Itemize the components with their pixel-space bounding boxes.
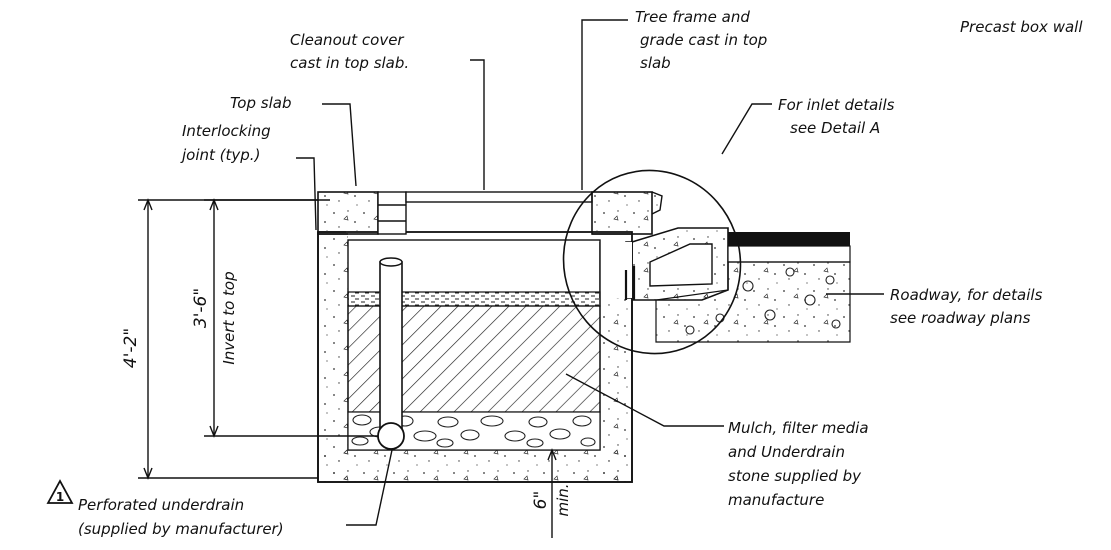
label-inlet-2: see Detail A: [790, 119, 880, 137]
revision-triangle-icon: 1: [46, 479, 74, 504]
label-roadway-2: see roadway plans: [890, 309, 1031, 327]
roadway-inlet: [624, 227, 851, 343]
label-interlocking-1: Interlocking: [182, 122, 271, 140]
dim-min-label: min.: [554, 483, 572, 516]
dim-invert-height: 3'-6": [191, 288, 211, 328]
label-tree-frame-3: slab: [640, 54, 671, 72]
label-tree-frame-2: grade cast in top: [640, 31, 767, 49]
cleanout-pipe: [377, 257, 405, 450]
top-slab: [317, 191, 663, 235]
label-interlocking-2: joint (typ.): [180, 146, 260, 164]
dimension-lines: [138, 198, 557, 538]
asphalt-pavement: [728, 232, 850, 246]
dim-invert-label: Invert to top: [220, 271, 238, 364]
underdrain-pipe: [377, 422, 405, 450]
label-roadway-1: Roadway, for details: [890, 286, 1043, 304]
dim-min-depth: 6": [531, 491, 551, 510]
label-tree-frame-1: Tree frame and: [635, 8, 750, 26]
detail-a-circle: [562, 169, 742, 355]
label-cleanout-2: cast in top slab.: [290, 54, 409, 72]
label-underdrain-2: (supplied by manufacturer): [78, 520, 284, 538]
dim-overall-height: 4'-2": [121, 328, 141, 368]
label-mulch-3: stone supplied by: [728, 467, 862, 485]
label-precast-box-wall: Precast box wall: [960, 18, 1083, 36]
label-top-slab: Top slab: [230, 94, 291, 112]
label-mulch-1: Mulch, filter media: [728, 419, 869, 437]
revision-number: 1: [56, 490, 64, 504]
label-cleanout-1: Cleanout cover: [290, 31, 404, 49]
label-underdrain-1: Perforated underdrain: [78, 496, 244, 514]
label-mulch-4: manufacture: [728, 491, 824, 509]
label-inlet-1: For inlet details: [778, 96, 895, 114]
leader-lines: [296, 19, 884, 526]
label-mulch-2: and Underdrain: [728, 443, 845, 461]
